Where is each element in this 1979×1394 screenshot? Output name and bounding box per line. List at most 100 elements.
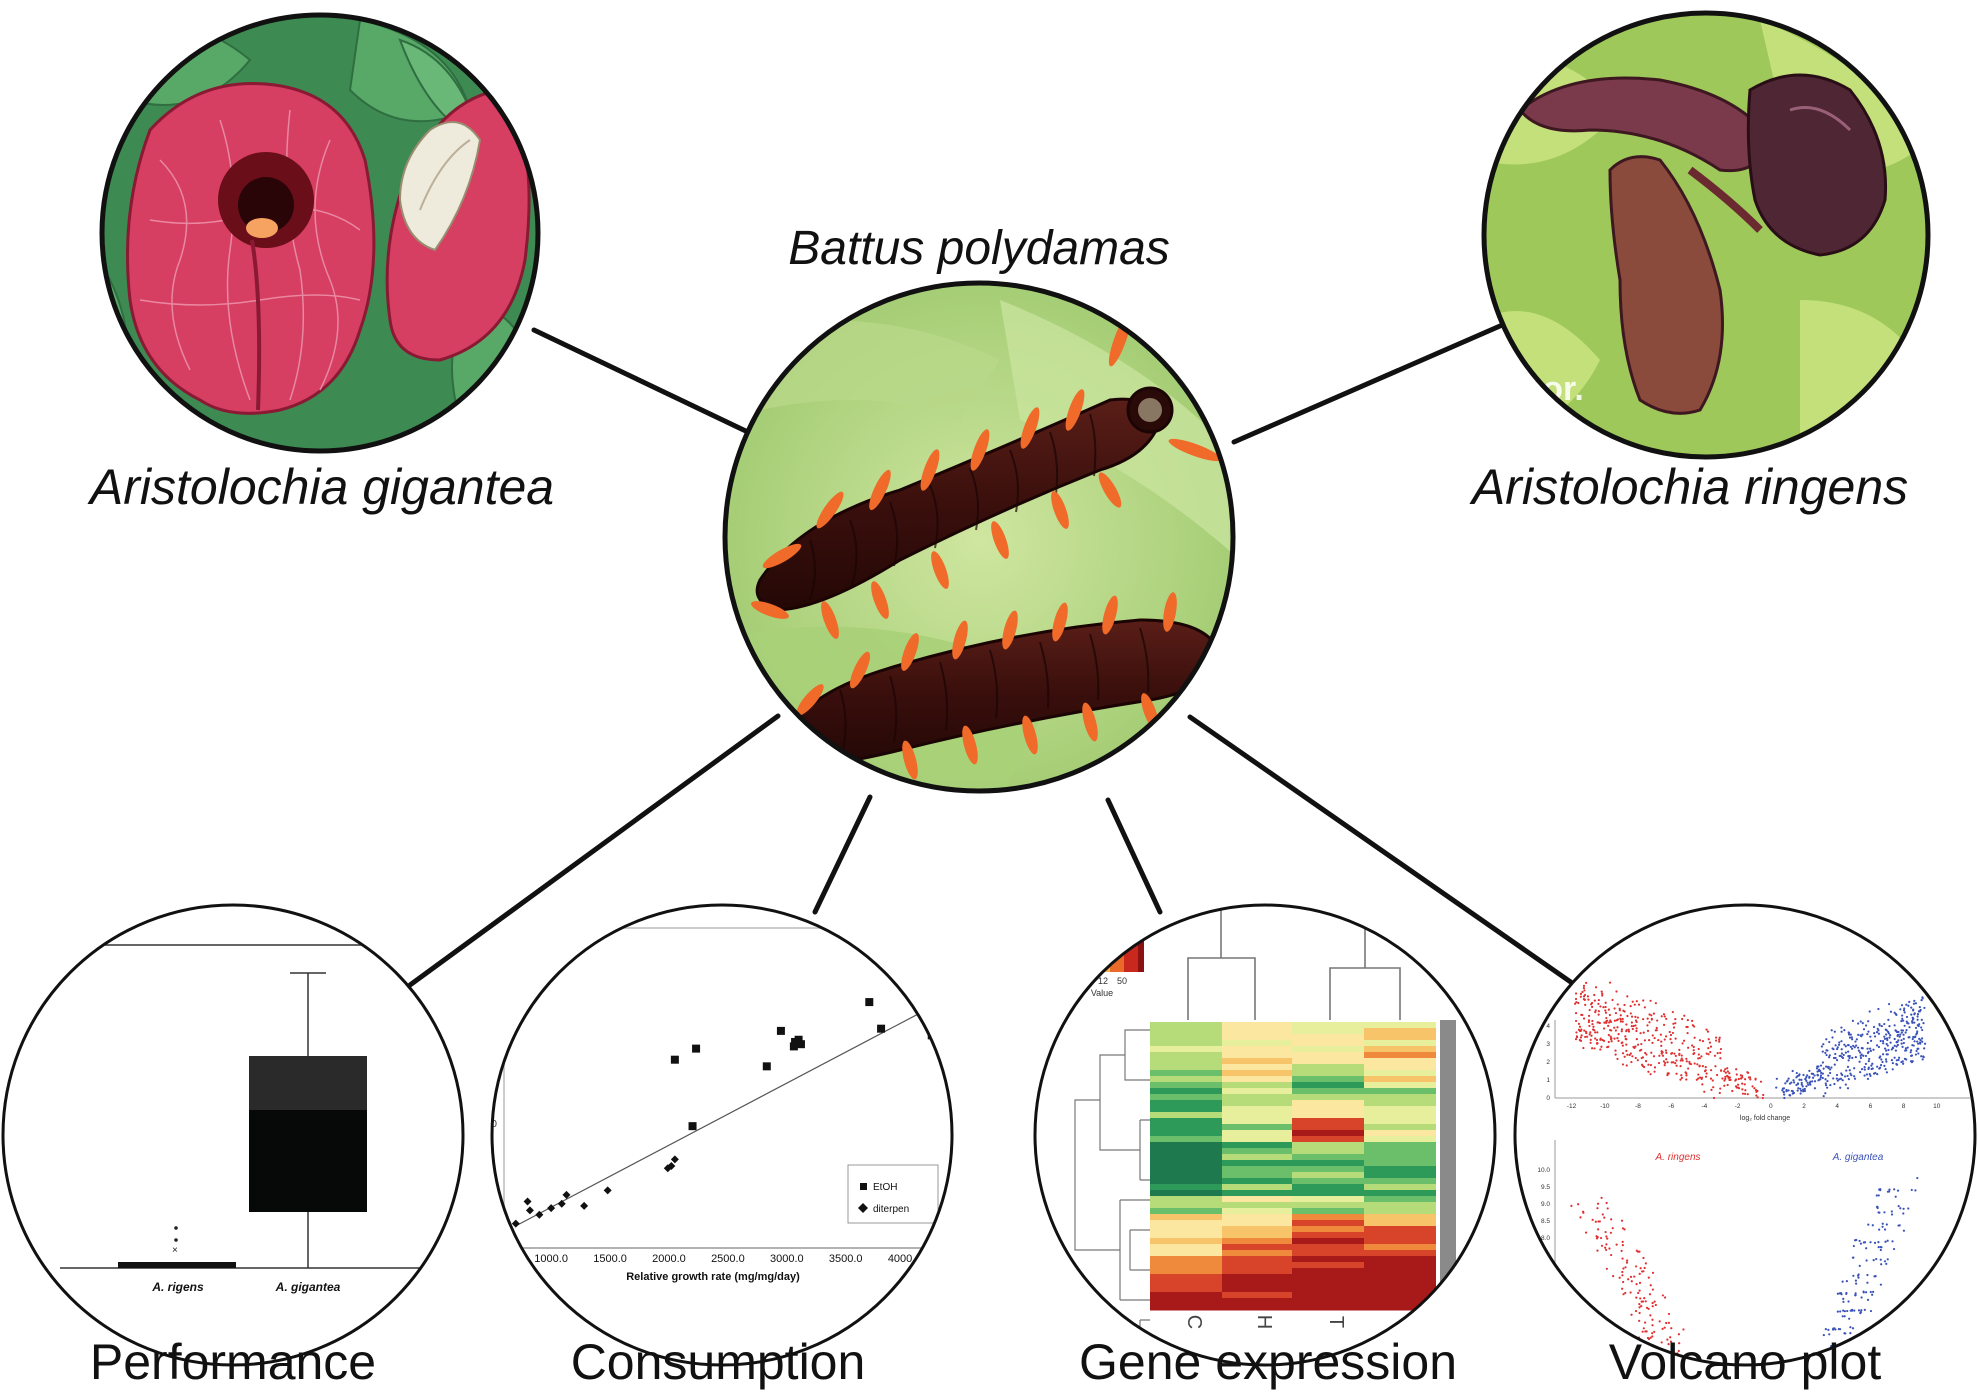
volcano-point xyxy=(1707,1047,1710,1050)
volcano-point xyxy=(1735,1073,1738,1076)
volcano-point xyxy=(1878,1228,1881,1231)
volcano-point xyxy=(1586,995,1590,998)
volcano-point xyxy=(1841,1079,1844,1082)
volcano-point xyxy=(1857,1022,1860,1025)
volcano-point xyxy=(1608,1021,1611,1024)
volcano-point xyxy=(1871,1062,1874,1065)
volcano-point xyxy=(1659,1033,1662,1036)
volcano-point xyxy=(1910,1049,1913,1052)
heatmap-cell xyxy=(1364,1040,1436,1047)
volcano-point xyxy=(1886,1038,1889,1042)
volcano-point xyxy=(1902,1019,1905,1022)
volcano-point xyxy=(1863,1068,1866,1071)
volcano-point xyxy=(1716,1052,1719,1055)
volcano-point xyxy=(1821,1050,1824,1053)
volcano-point xyxy=(1827,1056,1831,1059)
volcano-point xyxy=(1638,1306,1641,1309)
heatmap-cell xyxy=(1292,1172,1364,1179)
volcano-point xyxy=(1815,1067,1819,1070)
volcano-point xyxy=(1635,1296,1638,1299)
volcano-point xyxy=(1881,1060,1884,1064)
volcano-point xyxy=(1728,1072,1731,1075)
volcano-point xyxy=(1868,1057,1871,1061)
heatmap-cell xyxy=(1292,1214,1364,1221)
volcano-point xyxy=(1693,1062,1696,1065)
volcano-point xyxy=(1867,1067,1870,1071)
volcano-point xyxy=(1817,1079,1820,1082)
heatmap-cell xyxy=(1364,1112,1436,1119)
volcano-point xyxy=(1685,1057,1688,1060)
color-key-tick-12: 12 xyxy=(1098,976,1108,986)
volcano-point xyxy=(1879,1055,1882,1058)
volcano-point xyxy=(1843,1315,1846,1318)
volcano-point xyxy=(1719,1057,1722,1060)
volcano-point xyxy=(1574,992,1578,995)
volcano-point xyxy=(1619,1014,1622,1017)
volcano-point xyxy=(1698,1039,1702,1042)
volcano-point xyxy=(1829,1083,1832,1087)
heatmap-cell xyxy=(1222,1052,1294,1059)
volcano-point xyxy=(1593,993,1596,997)
volcano-point xyxy=(1806,1074,1809,1077)
volcano-point xyxy=(1645,1306,1649,1309)
volcano-point xyxy=(1685,1074,1688,1077)
volcano-point xyxy=(1863,1074,1866,1077)
point-diterpen xyxy=(535,1210,544,1219)
volcano-point xyxy=(1641,1056,1645,1059)
y-tick-label: 4 xyxy=(1546,1023,1550,1030)
point-etoh xyxy=(776,1026,785,1035)
volcano-point xyxy=(1600,1045,1603,1048)
legend-label-diterpen: diterpen xyxy=(873,1204,909,1215)
volcano-point xyxy=(1656,1019,1659,1022)
volcano-point xyxy=(1885,1262,1888,1266)
volcano-point xyxy=(1650,1051,1653,1054)
volcano-point xyxy=(1895,1062,1898,1066)
volcano-point xyxy=(1674,1022,1677,1025)
volcano-point xyxy=(1598,1021,1601,1025)
heatmap-cell xyxy=(1292,1142,1364,1149)
performance-boxplot: × A. rigens A. gigantea xyxy=(3,905,463,1365)
volcano-point xyxy=(1824,1084,1828,1087)
volcano-point xyxy=(1720,1069,1723,1072)
volcano-point xyxy=(1697,1047,1700,1051)
volcano-point xyxy=(1633,1046,1636,1050)
volcano-point xyxy=(1877,1032,1881,1035)
volcano-point xyxy=(1648,1013,1651,1016)
volcano-point xyxy=(1653,1070,1656,1073)
point-diterpen xyxy=(603,1186,612,1195)
volcano-point xyxy=(1844,1045,1847,1048)
volcano-point xyxy=(1887,1030,1890,1034)
volcano-point xyxy=(1791,1069,1794,1073)
volcano-point xyxy=(1735,1068,1738,1071)
heatmap-cell xyxy=(1150,1070,1222,1077)
heatmap-cell xyxy=(1222,1238,1294,1245)
volcano-point xyxy=(1584,1030,1588,1033)
volcano-point xyxy=(1605,1201,1608,1205)
volcano-point xyxy=(1575,1031,1578,1034)
volcano-point xyxy=(1631,1055,1634,1058)
heatmap-cell xyxy=(1222,1100,1294,1107)
volcano-point xyxy=(1616,1003,1619,1006)
volcano-point xyxy=(1581,1013,1584,1017)
volcano-point xyxy=(1672,1022,1675,1025)
heatmap-cell xyxy=(1364,1262,1436,1269)
volcano-point xyxy=(1902,1207,1905,1210)
volcano-point xyxy=(1866,1273,1869,1277)
connector-ringens xyxy=(1231,323,1503,445)
volcano-point xyxy=(1662,1023,1666,1026)
volcano-point xyxy=(1821,1076,1824,1080)
volcano-point xyxy=(1660,1015,1663,1018)
volcano-point xyxy=(1840,1052,1844,1055)
volcano-point xyxy=(1705,1052,1708,1055)
volcano-point xyxy=(1643,1039,1646,1042)
volcano-point xyxy=(1811,1072,1815,1075)
volcano-point xyxy=(1674,1054,1677,1058)
volcano-point xyxy=(1686,1025,1689,1029)
volcano-point xyxy=(1677,1333,1681,1336)
volcano-point xyxy=(1900,1039,1903,1042)
volcano-point xyxy=(1796,1082,1799,1086)
volcano-point xyxy=(1646,1029,1650,1032)
x-axis-title: Relative growth rate (mg/mg/day) xyxy=(626,1271,800,1283)
volcano-point xyxy=(1616,1037,1619,1040)
volcano-point xyxy=(1666,1061,1669,1064)
